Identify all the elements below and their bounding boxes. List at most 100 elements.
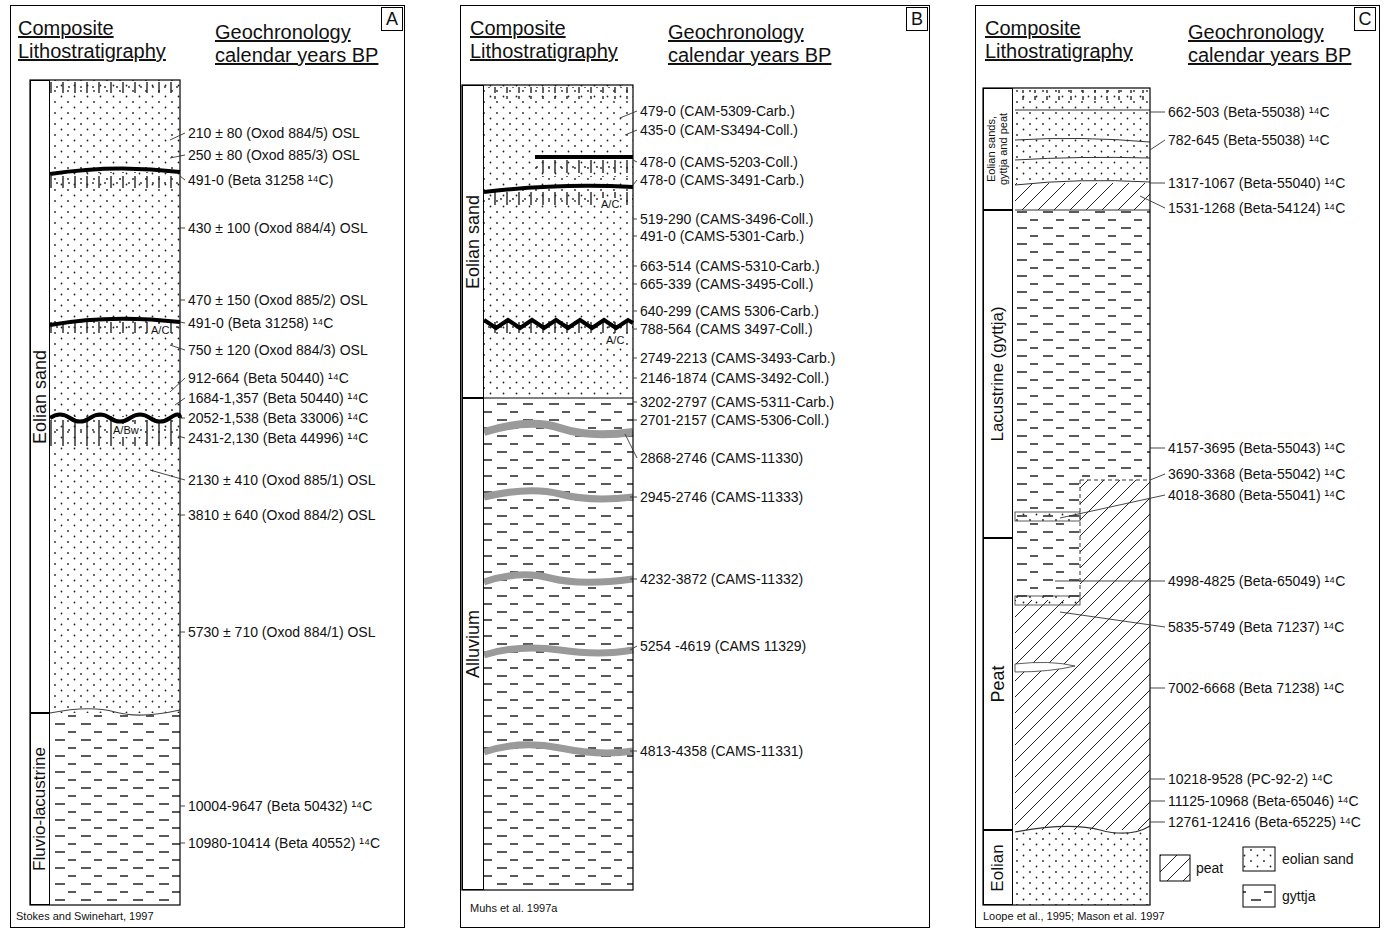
date-label: 2146-1874 (CAMS-3492-Coll.) bbox=[640, 370, 829, 386]
source-citation: Muhs et al. 1997a bbox=[470, 902, 557, 915]
date-label: 10004-9647 (Beta 50432) ¹⁴C bbox=[188, 798, 372, 814]
lacustrine-fill bbox=[50, 713, 180, 905]
date-label: 662-503 (Beta-55038) ¹⁴C bbox=[1168, 104, 1330, 120]
date-label: 478-0 (CAMS-5203-Coll.) bbox=[640, 154, 798, 170]
leader-line bbox=[180, 418, 185, 419]
leader-line bbox=[1140, 196, 1165, 208]
date-label: 782-645 (Beta-55038) ¹⁴C bbox=[1168, 132, 1330, 148]
eolian-sand-fill bbox=[50, 80, 180, 713]
buried-soil-band bbox=[484, 648, 633, 655]
leader-line bbox=[178, 436, 185, 438]
contact-line bbox=[1015, 181, 1150, 185]
legend-text: eolian sand bbox=[1282, 851, 1354, 867]
unit-name: Eolian sands, gyttja and peat bbox=[986, 105, 1009, 193]
leader-line bbox=[633, 284, 637, 285]
date-label: 478-0 (CAMS-3491-Carb.) bbox=[640, 172, 804, 188]
legend-sample bbox=[1160, 855, 1190, 881]
leader-line bbox=[150, 470, 185, 480]
unit-band: Eolian sand bbox=[30, 80, 50, 713]
unit-name: Fluvio-lacustrine bbox=[31, 747, 49, 871]
column-heading: Composite Lithostratigraphy bbox=[470, 17, 645, 63]
leader-line bbox=[175, 398, 185, 405]
leader-line bbox=[633, 420, 637, 421]
date-label: 491-0 (Beta 31258 ¹⁴C) bbox=[188, 172, 333, 188]
buried-soil-band bbox=[484, 575, 633, 582]
horizon-label: A/Bw bbox=[112, 424, 140, 437]
panel-frame: Composite LithostratigraphyGeochronology… bbox=[10, 5, 405, 928]
panel-letter-box: A bbox=[381, 7, 403, 31]
column-outline bbox=[462, 85, 633, 890]
column-heading: Geochronology calendar years BP bbox=[215, 21, 400, 67]
unit-band: Eolian sand bbox=[462, 85, 484, 398]
facies-boundary bbox=[1080, 480, 1150, 600]
date-label: 430 ± 100 (Oxod 884/4) OSL bbox=[188, 220, 368, 236]
date-label: 3690-3368 (Beta-55042) ¹⁴C bbox=[1168, 466, 1345, 482]
date-label: 2052-1,538 (Beta 33006) ¹⁴C bbox=[188, 410, 368, 426]
leader-line bbox=[1150, 688, 1165, 689]
soil-horizon bbox=[50, 168, 180, 174]
soil-horizon bbox=[484, 320, 633, 328]
unit-name: Eolian sand bbox=[31, 349, 50, 443]
contact-line bbox=[1015, 826, 1150, 833]
date-label: 11125-10968 (Beta-65046) ¹⁴C bbox=[1168, 793, 1359, 809]
unit-name: Eolian bbox=[989, 844, 1007, 891]
leader-line bbox=[633, 402, 637, 403]
date-label: 3202-2797 (CAMS-5311-Carb.) bbox=[640, 394, 834, 410]
soil-ticks bbox=[50, 322, 180, 336]
leader-line bbox=[1150, 822, 1165, 823]
column-outline bbox=[983, 88, 1150, 905]
date-label: 5254 -4619 (CAMS 11329) bbox=[640, 638, 806, 654]
panel-frame: Composite LithostratigraphyGeochronology… bbox=[460, 5, 930, 928]
leader-line bbox=[633, 160, 637, 162]
leader-line bbox=[170, 378, 185, 392]
leader-line bbox=[180, 300, 185, 301]
leader-line bbox=[630, 751, 637, 752]
leader-line bbox=[633, 378, 637, 379]
leader-line bbox=[1060, 495, 1165, 518]
date-label: 2130 ± 410 (Oxod 885/1) OSL bbox=[188, 472, 375, 488]
sand-lens bbox=[1015, 596, 1080, 605]
unit-band: Peat bbox=[983, 538, 1013, 830]
soil-horizon bbox=[535, 155, 633, 159]
leader-line bbox=[620, 111, 637, 118]
date-label: 10980-10414 (Beta 40552) ¹⁴C bbox=[188, 835, 380, 851]
leader-line bbox=[633, 219, 637, 220]
leader-line bbox=[625, 434, 637, 458]
unit-band: Fluvio-lacustrine bbox=[30, 713, 50, 905]
date-label: 1531-1268 (Beta-54124) ¹⁴C bbox=[1168, 200, 1345, 216]
buried-soil-band bbox=[484, 491, 633, 499]
leader-line bbox=[170, 345, 185, 350]
date-label: 663-514 (CAMS-5310-Carb.) bbox=[640, 258, 820, 274]
leader-line bbox=[633, 311, 637, 312]
date-label: 491-0 (CAMS-5301-Carb.) bbox=[640, 228, 804, 244]
horizon-label: A/C bbox=[150, 324, 170, 337]
eolian-sand-fill bbox=[1015, 88, 1150, 183]
horizon-label: A/C bbox=[605, 334, 625, 347]
date-label: 2868-2746 (CAMS-11330) bbox=[640, 450, 803, 466]
leader-line bbox=[180, 806, 185, 807]
unit-name: Peat bbox=[989, 665, 1008, 702]
leader-line bbox=[1150, 112, 1165, 113]
leader-line bbox=[1150, 801, 1165, 802]
surface-ticks bbox=[50, 82, 180, 94]
date-label: 750 ± 120 (Oxod 884/3) OSL bbox=[188, 342, 368, 358]
column-heading: Geochronology calendar years BP bbox=[1188, 21, 1373, 67]
panel-letter: C bbox=[1355, 8, 1375, 30]
leader-line bbox=[180, 632, 185, 633]
panel-letter: B bbox=[907, 8, 927, 30]
date-label: 435-0 (CAM-S3494-Coll.) bbox=[640, 122, 798, 138]
gyttja-fill bbox=[1015, 480, 1080, 600]
column-a bbox=[30, 80, 180, 905]
contact-line bbox=[484, 398, 633, 399]
gyttja-fill bbox=[1015, 210, 1150, 480]
unit-band: Alluvium bbox=[462, 398, 484, 890]
date-label: 2701-2157 (CAMS-5306-Coll.) bbox=[640, 412, 829, 428]
horizon-label: A/C bbox=[600, 198, 620, 211]
leader-line bbox=[1060, 612, 1165, 627]
sand-lens bbox=[1015, 662, 1075, 672]
leader-line bbox=[180, 228, 185, 229]
date-label: 1317-1067 (Beta-55040) ¹⁴C bbox=[1168, 175, 1345, 191]
date-label: 2749-2213 (CAMS-3493-Carb.) bbox=[640, 350, 835, 366]
date-label: 2431-2,130 (Beta 44996) ¹⁴C bbox=[188, 430, 368, 446]
date-label: 4813-4358 (CAMS-11331) bbox=[640, 743, 803, 759]
